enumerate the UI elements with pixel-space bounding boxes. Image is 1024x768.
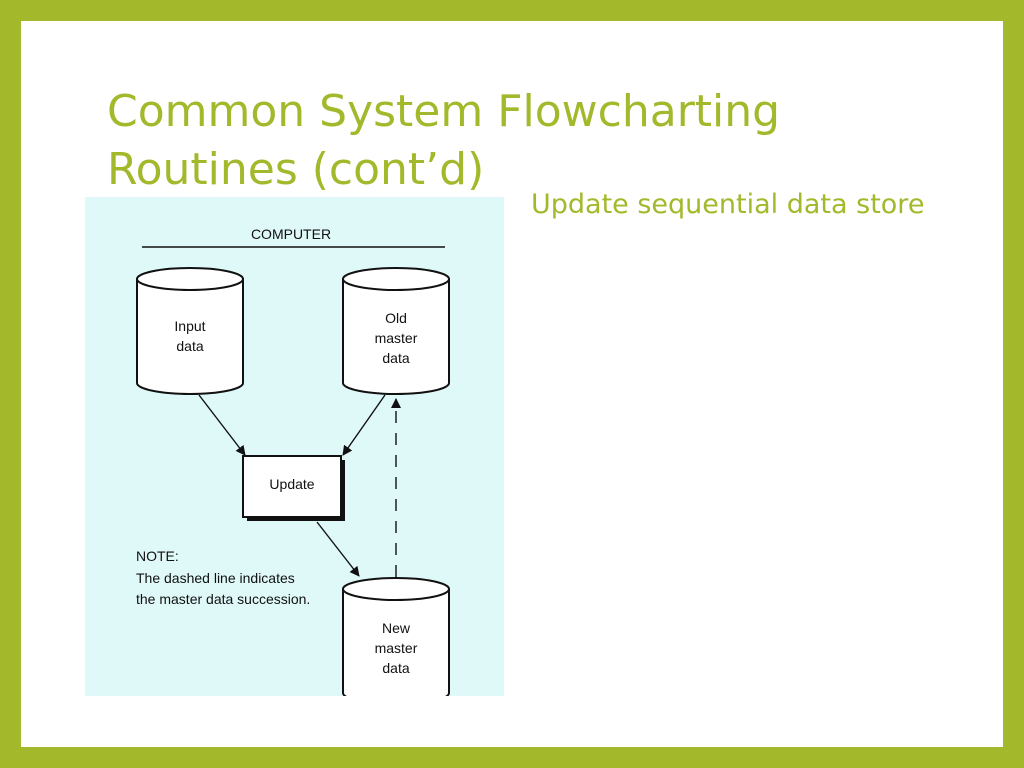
input-data-store: Input data bbox=[136, 267, 244, 395]
flowchart-diagram: COMPUTER Input data Old master data bbox=[136, 226, 450, 696]
input-data-label-line-2: data bbox=[176, 338, 203, 354]
new-master-label-line-1: New bbox=[382, 620, 411, 636]
note-line-2: the master data succession. bbox=[136, 591, 310, 607]
new-master-label-line-3: data bbox=[382, 660, 409, 676]
note-heading: NOTE: bbox=[136, 548, 179, 564]
old-master-data-store: Old master data bbox=[342, 267, 450, 395]
slide-title-line-1: Common System Flowcharting bbox=[107, 86, 781, 137]
update-process: Update bbox=[242, 455, 345, 521]
slide: Common System Flowcharting Routines (con… bbox=[21, 21, 1003, 747]
old-master-to-update-arrow bbox=[342, 394, 386, 456]
diagram-note: NOTE: The dashed line indicates the mast… bbox=[136, 548, 310, 607]
slide-title: Common System Flowcharting Routines (con… bbox=[107, 83, 780, 199]
computer-header-label: COMPUTER bbox=[251, 226, 331, 242]
old-master-label-line-2: master bbox=[375, 330, 418, 346]
note-line-1: The dashed line indicates bbox=[136, 570, 295, 586]
input-data-label-line-1: Input bbox=[174, 318, 205, 334]
update-process-label: Update bbox=[269, 476, 314, 492]
old-master-label-line-3: data bbox=[382, 350, 409, 366]
slide-title-line-2: Routines (cont’d) bbox=[107, 144, 485, 195]
old-master-label-line-1: Old bbox=[385, 310, 407, 326]
input-to-update-arrow bbox=[198, 394, 246, 456]
update-to-new-master-arrow bbox=[316, 521, 360, 577]
new-master-data-store: New master data bbox=[342, 577, 450, 696]
new-master-label-line-2: master bbox=[375, 640, 418, 656]
slide-caption: Update sequential data store bbox=[531, 189, 925, 220]
flowchart-figure: COMPUTER Input data Old master data bbox=[85, 197, 504, 696]
